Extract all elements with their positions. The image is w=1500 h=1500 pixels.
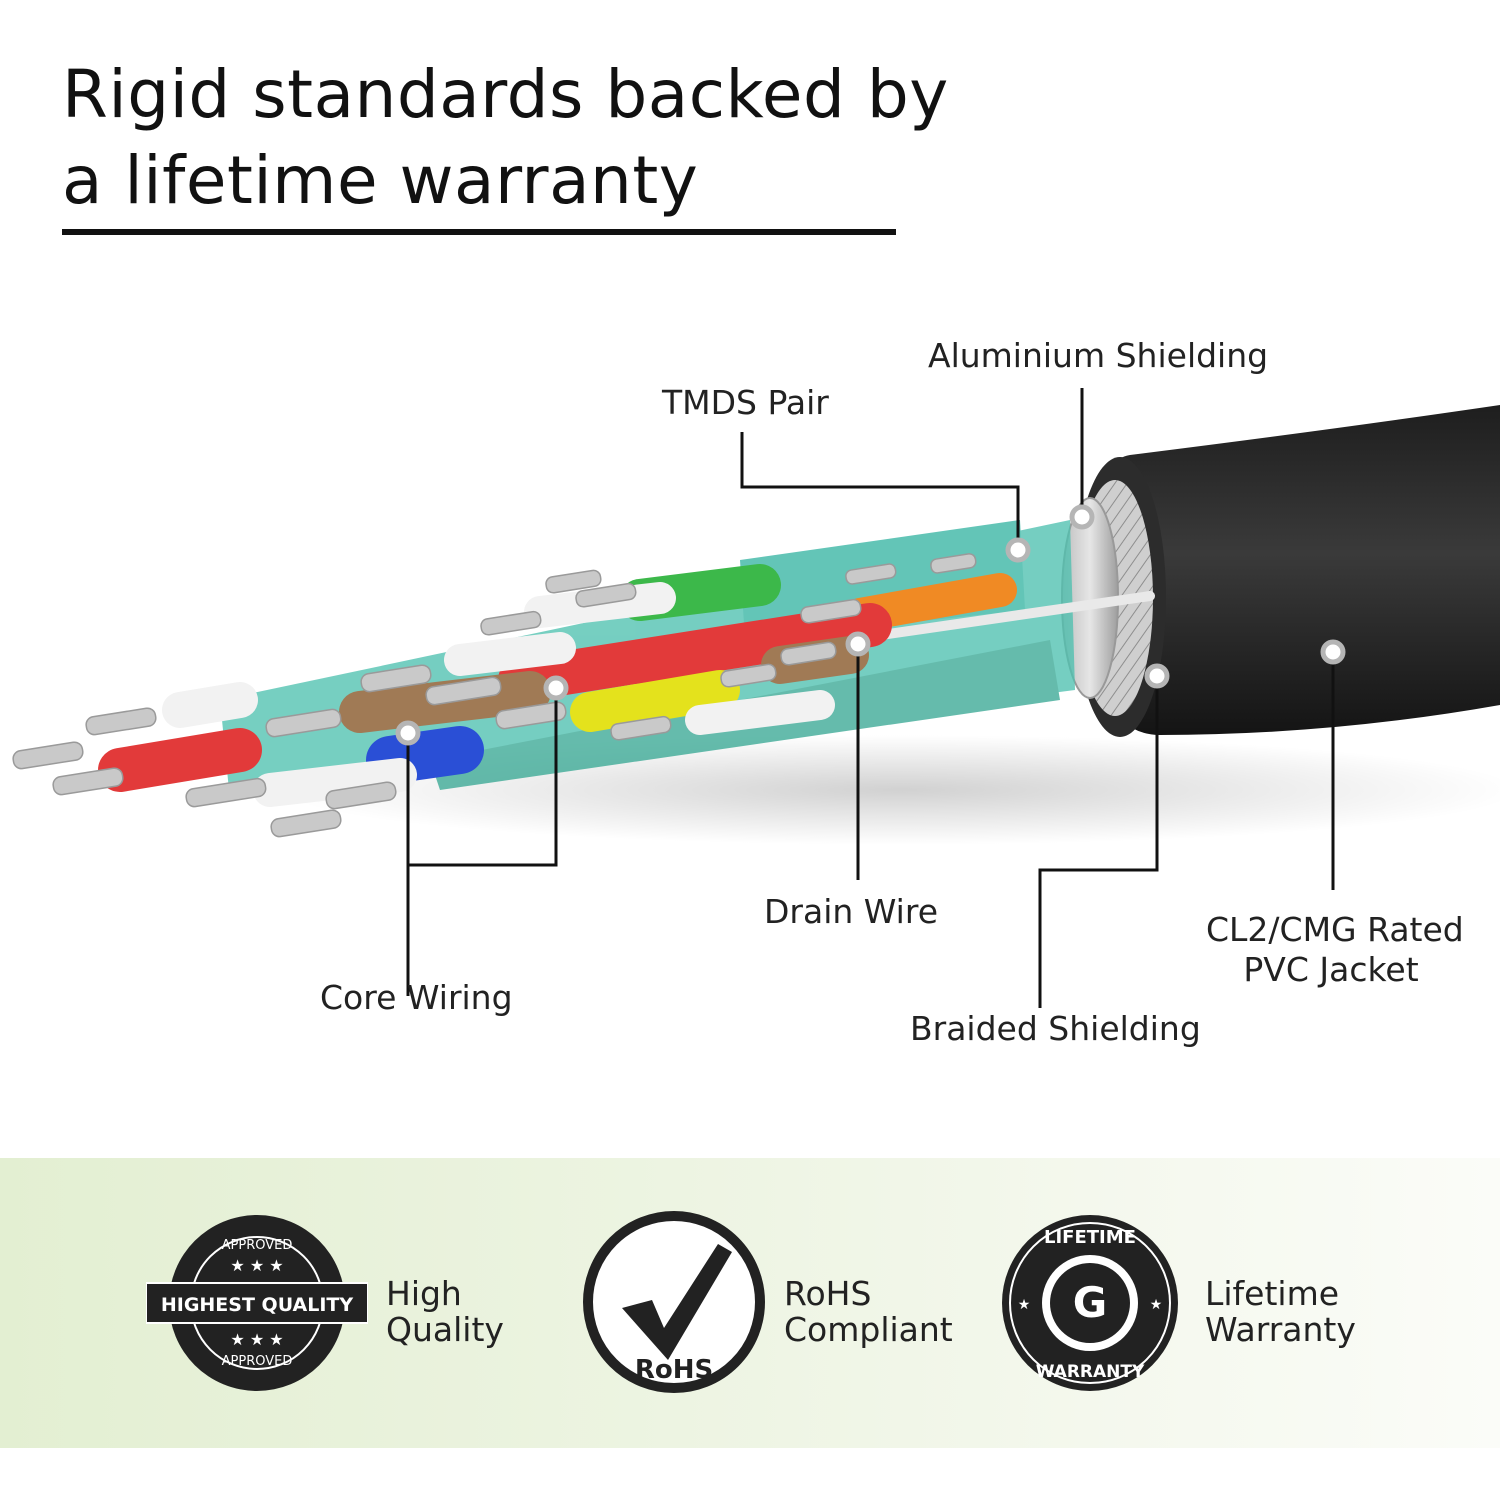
- svg-text:G: G: [1073, 1278, 1107, 1327]
- callout-dots: [395, 504, 1346, 746]
- dot-jacket: [1320, 639, 1346, 665]
- badge-high-quality: APPROVED APPROVED ★ ★ ★ ★ ★ ★ HIGHEST QU…: [146, 1158, 526, 1448]
- svg-text:★ ★ ★: ★ ★ ★: [230, 1256, 283, 1275]
- leader-braided: [1038, 676, 1159, 1008]
- badge-high-quality-label: High Quality: [386, 1276, 504, 1348]
- dot-braided: [1144, 663, 1170, 689]
- label-pvc-jacket: CL2/CMG Rated PVC Jacket: [1206, 910, 1464, 990]
- svg-text:★ ★ ★: ★ ★ ★: [230, 1330, 283, 1349]
- dot-drain: [845, 631, 871, 657]
- leader-core-2: [408, 688, 558, 867]
- highest-quality-seal-icon: APPROVED APPROVED ★ ★ ★ ★ ★ ★ HIGHEST QU…: [146, 1215, 368, 1391]
- svg-text:★: ★: [1150, 1297, 1163, 1313]
- dot-core: [395, 720, 421, 746]
- rohs-check-icon: RoHS: [583, 1211, 765, 1393]
- svg-text:LIFETIME: LIFETIME: [1044, 1227, 1136, 1248]
- label-tmds-pair: TMDS Pair: [662, 383, 829, 422]
- cable-illustration: [12, 388, 1500, 1008]
- badge-lifetime-warranty: G LIFETIME WARRANTY ★ ★ Lifetime Warrant…: [1000, 1158, 1420, 1448]
- badge-rohs: RoHS RoHS Compliant: [582, 1158, 962, 1448]
- conductor-tips: [12, 553, 977, 838]
- lifetime-warranty-seal-icon: G LIFETIME WARRANTY ★ ★: [1002, 1215, 1178, 1391]
- badge-rohs-line-1: RoHS: [784, 1274, 872, 1313]
- badge-lifetime-warranty-line-2: Warranty: [1205, 1310, 1356, 1349]
- badge-rohs-line-2: Compliant: [784, 1310, 953, 1349]
- badge-lifetime-warranty-line-1: Lifetime: [1205, 1274, 1340, 1313]
- svg-text:WARRANTY: WARRANTY: [1036, 1362, 1145, 1382]
- svg-text:HIGHEST QUALITY: HIGHEST QUALITY: [161, 1294, 354, 1316]
- badge-lifetime-warranty-label: Lifetime Warranty: [1205, 1276, 1356, 1348]
- label-braided-shielding: Braided Shielding: [910, 1009, 1201, 1048]
- label-pvc-jacket-line-2: PVC Jacket: [1243, 950, 1419, 989]
- badge-high-quality-line-2: Quality: [386, 1310, 504, 1349]
- badges-strip: APPROVED APPROVED ★ ★ ★ ★ ★ ★ HIGHEST QU…: [0, 1158, 1500, 1448]
- headline-line-1: Rigid standards backed by: [62, 56, 949, 133]
- pvc-jacket: [1090, 405, 1500, 735]
- label-pvc-jacket-line-1: CL2/CMG Rated: [1206, 910, 1464, 949]
- leader-tmds: [740, 432, 1020, 548]
- badge-high-quality-line-1: High: [386, 1274, 462, 1313]
- dot-aluminium: [1069, 504, 1095, 530]
- svg-text:APPROVED: APPROVED: [222, 1354, 293, 1369]
- svg-text:RoHS: RoHS: [635, 1355, 713, 1385]
- svg-text:★: ★: [1018, 1297, 1031, 1313]
- badge-rohs-label: RoHS Compliant: [784, 1276, 953, 1348]
- leader-lines: [406, 388, 1335, 1008]
- svg-text:APPROVED: APPROVED: [222, 1238, 293, 1253]
- label-core-wiring: Core Wiring: [320, 978, 513, 1017]
- headline-underline: [62, 229, 896, 235]
- label-drain-wire: Drain Wire: [764, 892, 938, 931]
- dot-tmds: [1005, 537, 1031, 563]
- label-aluminium-shielding: Aluminium Shielding: [928, 336, 1269, 375]
- dot-red-core: [543, 675, 569, 701]
- headline-line-2: a lifetime warranty: [62, 142, 699, 219]
- headline: Rigid standards backed by a lifetime war…: [62, 52, 949, 224]
